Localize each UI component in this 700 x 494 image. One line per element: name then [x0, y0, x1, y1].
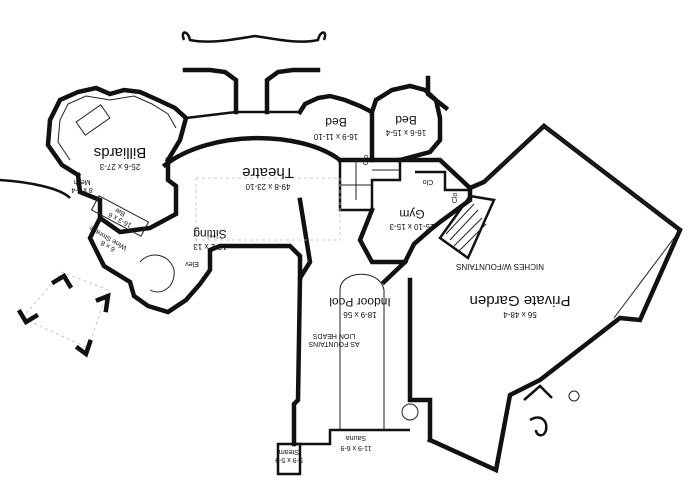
- ornament-top: [181, 31, 327, 43]
- entry-pillar-left: [182, 67, 239, 115]
- steam-dims: 5-9 x 5-9: [275, 456, 303, 463]
- lion-heads-1: LION HEADS: [312, 332, 355, 339]
- bed1-label: Bed: [325, 115, 346, 129]
- bar-counter: [90, 195, 150, 237]
- billiard-table: [75, 104, 111, 136]
- lower-left-walls: [87, 214, 303, 315]
- garden-boundary-thin: [483, 125, 681, 319]
- mech-label: Mech: [73, 178, 90, 185]
- clo1-label: Clo: [363, 155, 370, 166]
- garden-stairs: [438, 194, 496, 260]
- indoor-pool-label: Indoor Pool: [329, 295, 390, 309]
- clo2-label: Clo: [423, 178, 434, 185]
- bench-scroll: [529, 416, 548, 437]
- sitting-dims: 12-2 x 13: [193, 242, 227, 251]
- mech-dims: 8 x 8-4: [71, 186, 93, 193]
- theatre-label: Theatre: [242, 164, 294, 181]
- stair-round: [401, 403, 419, 421]
- closet-lines: [340, 160, 400, 200]
- clo3-label: Clo: [452, 193, 459, 204]
- far-left-arc: [0, 178, 71, 199]
- billiards-bay: [45, 85, 189, 179]
- pool-arch: [339, 273, 385, 431]
- gym-walls: [357, 157, 473, 265]
- patio-post-4: [74, 339, 93, 358]
- patio-dashed: [21, 271, 109, 349]
- bench-left: [523, 384, 553, 401]
- gym-dims: 15-10 x 15-3: [389, 222, 434, 231]
- steam-box: [276, 442, 302, 476]
- ceiling-dashes: [195, 177, 341, 241]
- bed2-dims: 16-6 x 15-4: [385, 128, 426, 137]
- billiards-dims: 25-6 x 27-3: [99, 162, 140, 171]
- steam-label: Steam: [279, 448, 299, 455]
- billiards-label: Billiards: [94, 144, 147, 161]
- sitting-walls: [75, 157, 179, 235]
- patio-post-3: [95, 292, 111, 313]
- pool-right-wall: [380, 258, 433, 443]
- patio-post-2: [16, 308, 40, 326]
- bed1-dims: 16-9 x 11-10: [313, 132, 358, 141]
- bed2-label: Bed: [395, 113, 416, 127]
- bed2-walls: [369, 83, 443, 163]
- pool-left-wall: [291, 197, 313, 447]
- theatre-top-wall: [185, 110, 300, 120]
- garden-stair-treads: [445, 203, 487, 253]
- fountain-dot: [568, 390, 580, 402]
- spiral-stair: [139, 254, 175, 293]
- sauna-label: Sauna: [346, 434, 366, 441]
- gym-closets: [415, 170, 470, 192]
- billiards-inner: [57, 95, 177, 161]
- entry-pillar-right: [264, 67, 321, 115]
- bar-label: Bar: [113, 206, 126, 218]
- private-garden-label: Private Garden: [470, 292, 571, 309]
- elev-label: Elev: [185, 260, 199, 267]
- pool-bottom: [294, 428, 410, 446]
- theatre-outer-arc: [161, 135, 344, 169]
- patio-post-1: [50, 272, 74, 290]
- indoor-pool-dims: 18-9 x 56: [343, 310, 377, 319]
- sauna-dims: 11-9 x 6-9: [340, 444, 371, 451]
- lion-heads-2: AS FOUNTAINS: [308, 340, 360, 347]
- niches-note: NICHES W/FOUNTAINS: [456, 262, 544, 271]
- bath-core: [338, 160, 402, 212]
- private-garden-dims: 56 x 48-4: [503, 310, 537, 319]
- bed2-corner: [425, 75, 450, 112]
- theatre-dims: 49-8 x 23-10: [245, 182, 290, 191]
- bed1-walls: [296, 93, 375, 163]
- sitting-label: Sitting: [193, 227, 226, 241]
- gym-label: Gym: [399, 207, 424, 221]
